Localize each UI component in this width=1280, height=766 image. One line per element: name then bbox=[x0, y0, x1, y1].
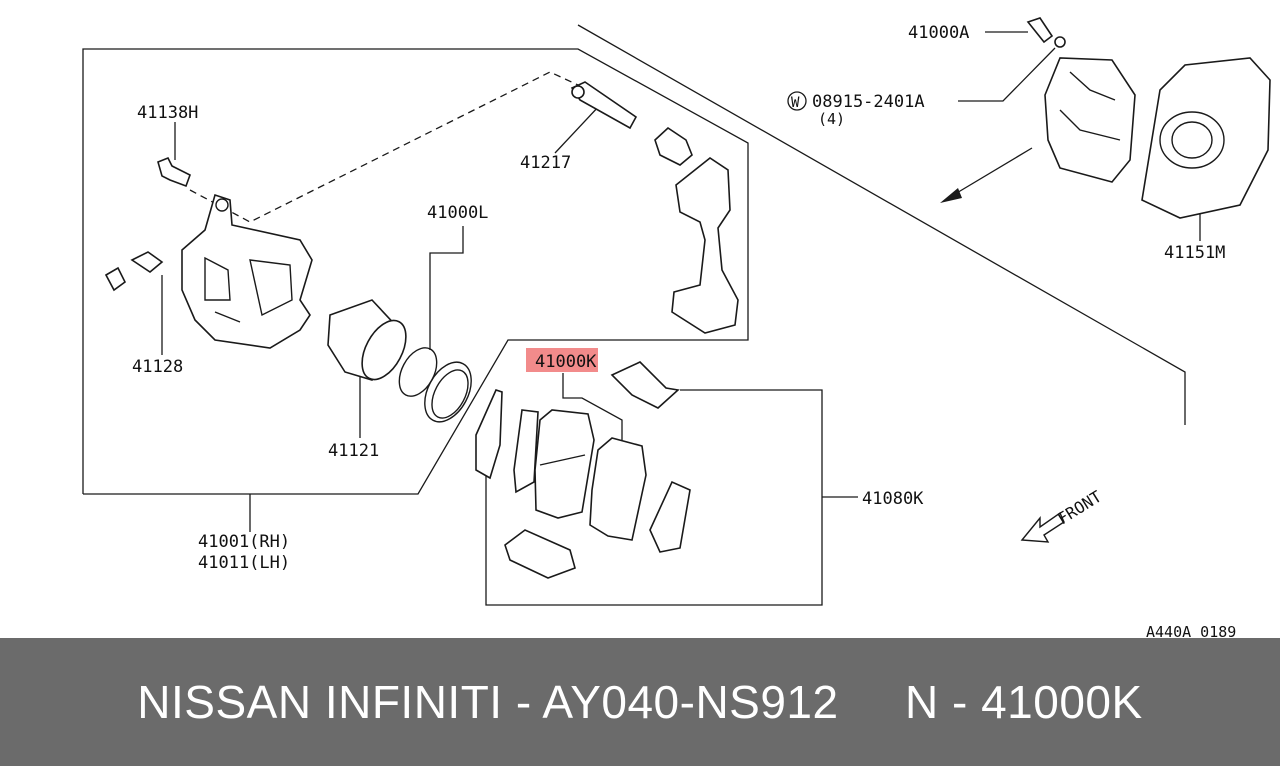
parts-diagram: 41000A W 08915-2401A (4) 41138H 41217 41… bbox=[82, 17, 1271, 638]
label-41000K: 41000K bbox=[535, 352, 597, 372]
label-41001-rh: 41001(RH) bbox=[198, 532, 290, 552]
ref-code: A440A 0189 bbox=[1146, 623, 1236, 638]
brake-pad-outer-part bbox=[589, 437, 647, 541]
housing-outline-line bbox=[577, 24, 1186, 425]
label-41011-lh: 41011(LH) bbox=[198, 553, 290, 573]
label-41217: 41217 bbox=[520, 153, 571, 173]
label-41128: 41128 bbox=[132, 357, 183, 377]
piston-seal-part bbox=[398, 347, 472, 423]
guide-pin-41217-part bbox=[570, 81, 638, 130]
bolt-41000A-part bbox=[1026, 17, 1066, 48]
dust-shield-41151M-part bbox=[1141, 57, 1271, 219]
piston-41121-part bbox=[327, 299, 407, 381]
caliper-body-part bbox=[181, 193, 313, 349]
leader-41000K bbox=[562, 373, 623, 440]
bolt-41138H-part bbox=[157, 156, 191, 188]
label-41000L: 41000L bbox=[427, 203, 488, 223]
pad-clip-part bbox=[504, 361, 691, 579]
leader-41000L bbox=[429, 226, 464, 350]
caliper-support-part bbox=[671, 157, 739, 334]
footer-title: NISSAN INFINITI - AY040-NS912 N - 41000K bbox=[137, 676, 1143, 728]
footer-banner: NISSAN INFINITI - AY040-NS912 N - 41000K bbox=[0, 638, 1280, 766]
washer-symbol-icon bbox=[787, 91, 807, 111]
boot-part bbox=[654, 126, 693, 166]
bleeder-41128-part bbox=[104, 251, 164, 292]
front-arrow-icon bbox=[1020, 511, 1065, 543]
washer-mark: W bbox=[791, 95, 800, 111]
shim-part bbox=[475, 389, 539, 494]
caliper-assembled-part bbox=[1044, 57, 1136, 183]
removal-arrow bbox=[944, 147, 1033, 201]
pad-kit-frame bbox=[485, 389, 823, 606]
label-41000A: 41000A bbox=[908, 23, 969, 43]
caliper-assembly-frame bbox=[82, 48, 749, 495]
label-08915-qty: (4) bbox=[818, 110, 845, 128]
label-41151M: 41151M bbox=[1164, 243, 1225, 263]
guide-pin-dash-line bbox=[189, 71, 579, 223]
removal-arrowhead bbox=[940, 188, 962, 203]
leader-41217 bbox=[554, 104, 601, 154]
label-08915-2401A: 08915-2401A bbox=[812, 92, 925, 112]
label-41080K: 41080K bbox=[862, 489, 924, 509]
label-41121: 41121 bbox=[328, 441, 379, 461]
label-front: FRONT bbox=[1054, 487, 1105, 529]
brake-pad-inner-part bbox=[534, 409, 595, 519]
label-41138H: 41138H bbox=[137, 103, 198, 123]
highlight-box bbox=[526, 348, 598, 372]
leader-08915 bbox=[958, 47, 1056, 102]
